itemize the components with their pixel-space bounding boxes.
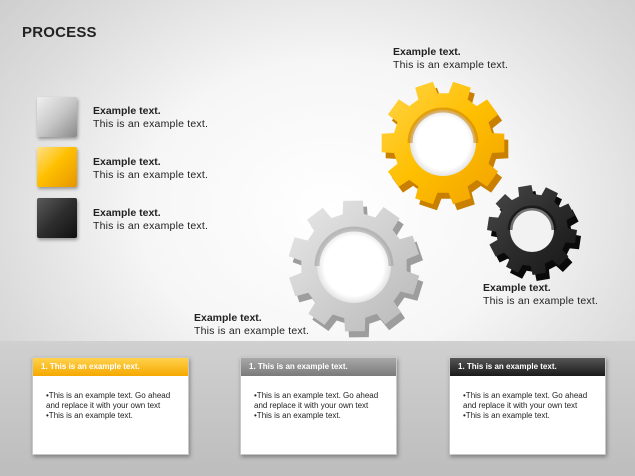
card-header: 1. This is an example text. — [33, 358, 188, 376]
gear-hole-rim — [507, 205, 557, 231]
card-body: •This is an example text. Go ahead and r… — [33, 376, 188, 421]
card-bullet: •This is an example text. Go ahead and r… — [46, 391, 171, 410]
process-card-2: 1. This is an example text. •This is an … — [240, 357, 397, 455]
gray-gear-icon — [288, 200, 424, 338]
gear-label-heading: Example text. — [483, 282, 551, 294]
black-gear-label: Example text. This is an example text. — [483, 282, 598, 308]
gear-hole — [410, 110, 476, 176]
card-bullet: •This is an example text. Go ahead and r… — [254, 391, 379, 410]
legend-heading: Example text. — [93, 105, 161, 117]
yellow-gear-label: Example text. This is an example text. — [393, 46, 508, 72]
legend-swatch-black — [37, 198, 77, 238]
legend-text-yellow: Example text. This is an example text. — [93, 156, 208, 182]
gear-hole-rim — [407, 107, 479, 144]
card-bullet: •This is an example text. — [254, 411, 341, 420]
card-bullet: •This is an example text. Go ahead and r… — [463, 391, 588, 410]
gear-label-heading: Example text. — [194, 312, 262, 324]
gear-label-body: This is an example text. — [393, 59, 509, 71]
card-bullet: •This is an example text. — [463, 411, 550, 420]
legend-body: This is an example text. — [93, 118, 209, 130]
card-body: •This is an example text. Go ahead and r… — [450, 376, 605, 421]
black-gear-icon — [487, 185, 581, 281]
card-header: 1. This is an example text. — [450, 358, 605, 376]
legend-heading: Example text. — [93, 156, 161, 168]
card-header: 1. This is an example text. — [241, 358, 396, 376]
gear-hole — [317, 229, 391, 303]
legend-text-gray: Example text. This is an example text. — [93, 105, 208, 131]
gear-label-body: This is an example text. — [194, 325, 310, 337]
legend-body: This is an example text. — [93, 169, 209, 181]
process-card-1: 1. This is an example text. •This is an … — [32, 357, 189, 455]
gear-label-body: This is an example text. — [483, 295, 599, 307]
process-card-3: 1. This is an example text. •This is an … — [449, 357, 606, 455]
legend-body: This is an example text. — [93, 220, 209, 232]
gray-gear-label: Example text. This is an example text. — [194, 312, 309, 338]
legend-swatch-yellow — [37, 147, 77, 187]
card-body: •This is an example text. Go ahead and r… — [241, 376, 396, 421]
legend-text-black: Example text. This is an example text. — [93, 207, 208, 233]
card-bullet: •This is an example text. — [46, 411, 133, 420]
legend-heading: Example text. — [93, 207, 161, 219]
yellow-gear-icon — [381, 81, 509, 211]
gear-hole — [510, 208, 554, 252]
slide-title: PROCESS — [22, 24, 97, 41]
legend-swatch-gray — [37, 97, 77, 137]
gear-hole-rim — [314, 226, 394, 267]
gear-label-heading: Example text. — [393, 46, 461, 58]
